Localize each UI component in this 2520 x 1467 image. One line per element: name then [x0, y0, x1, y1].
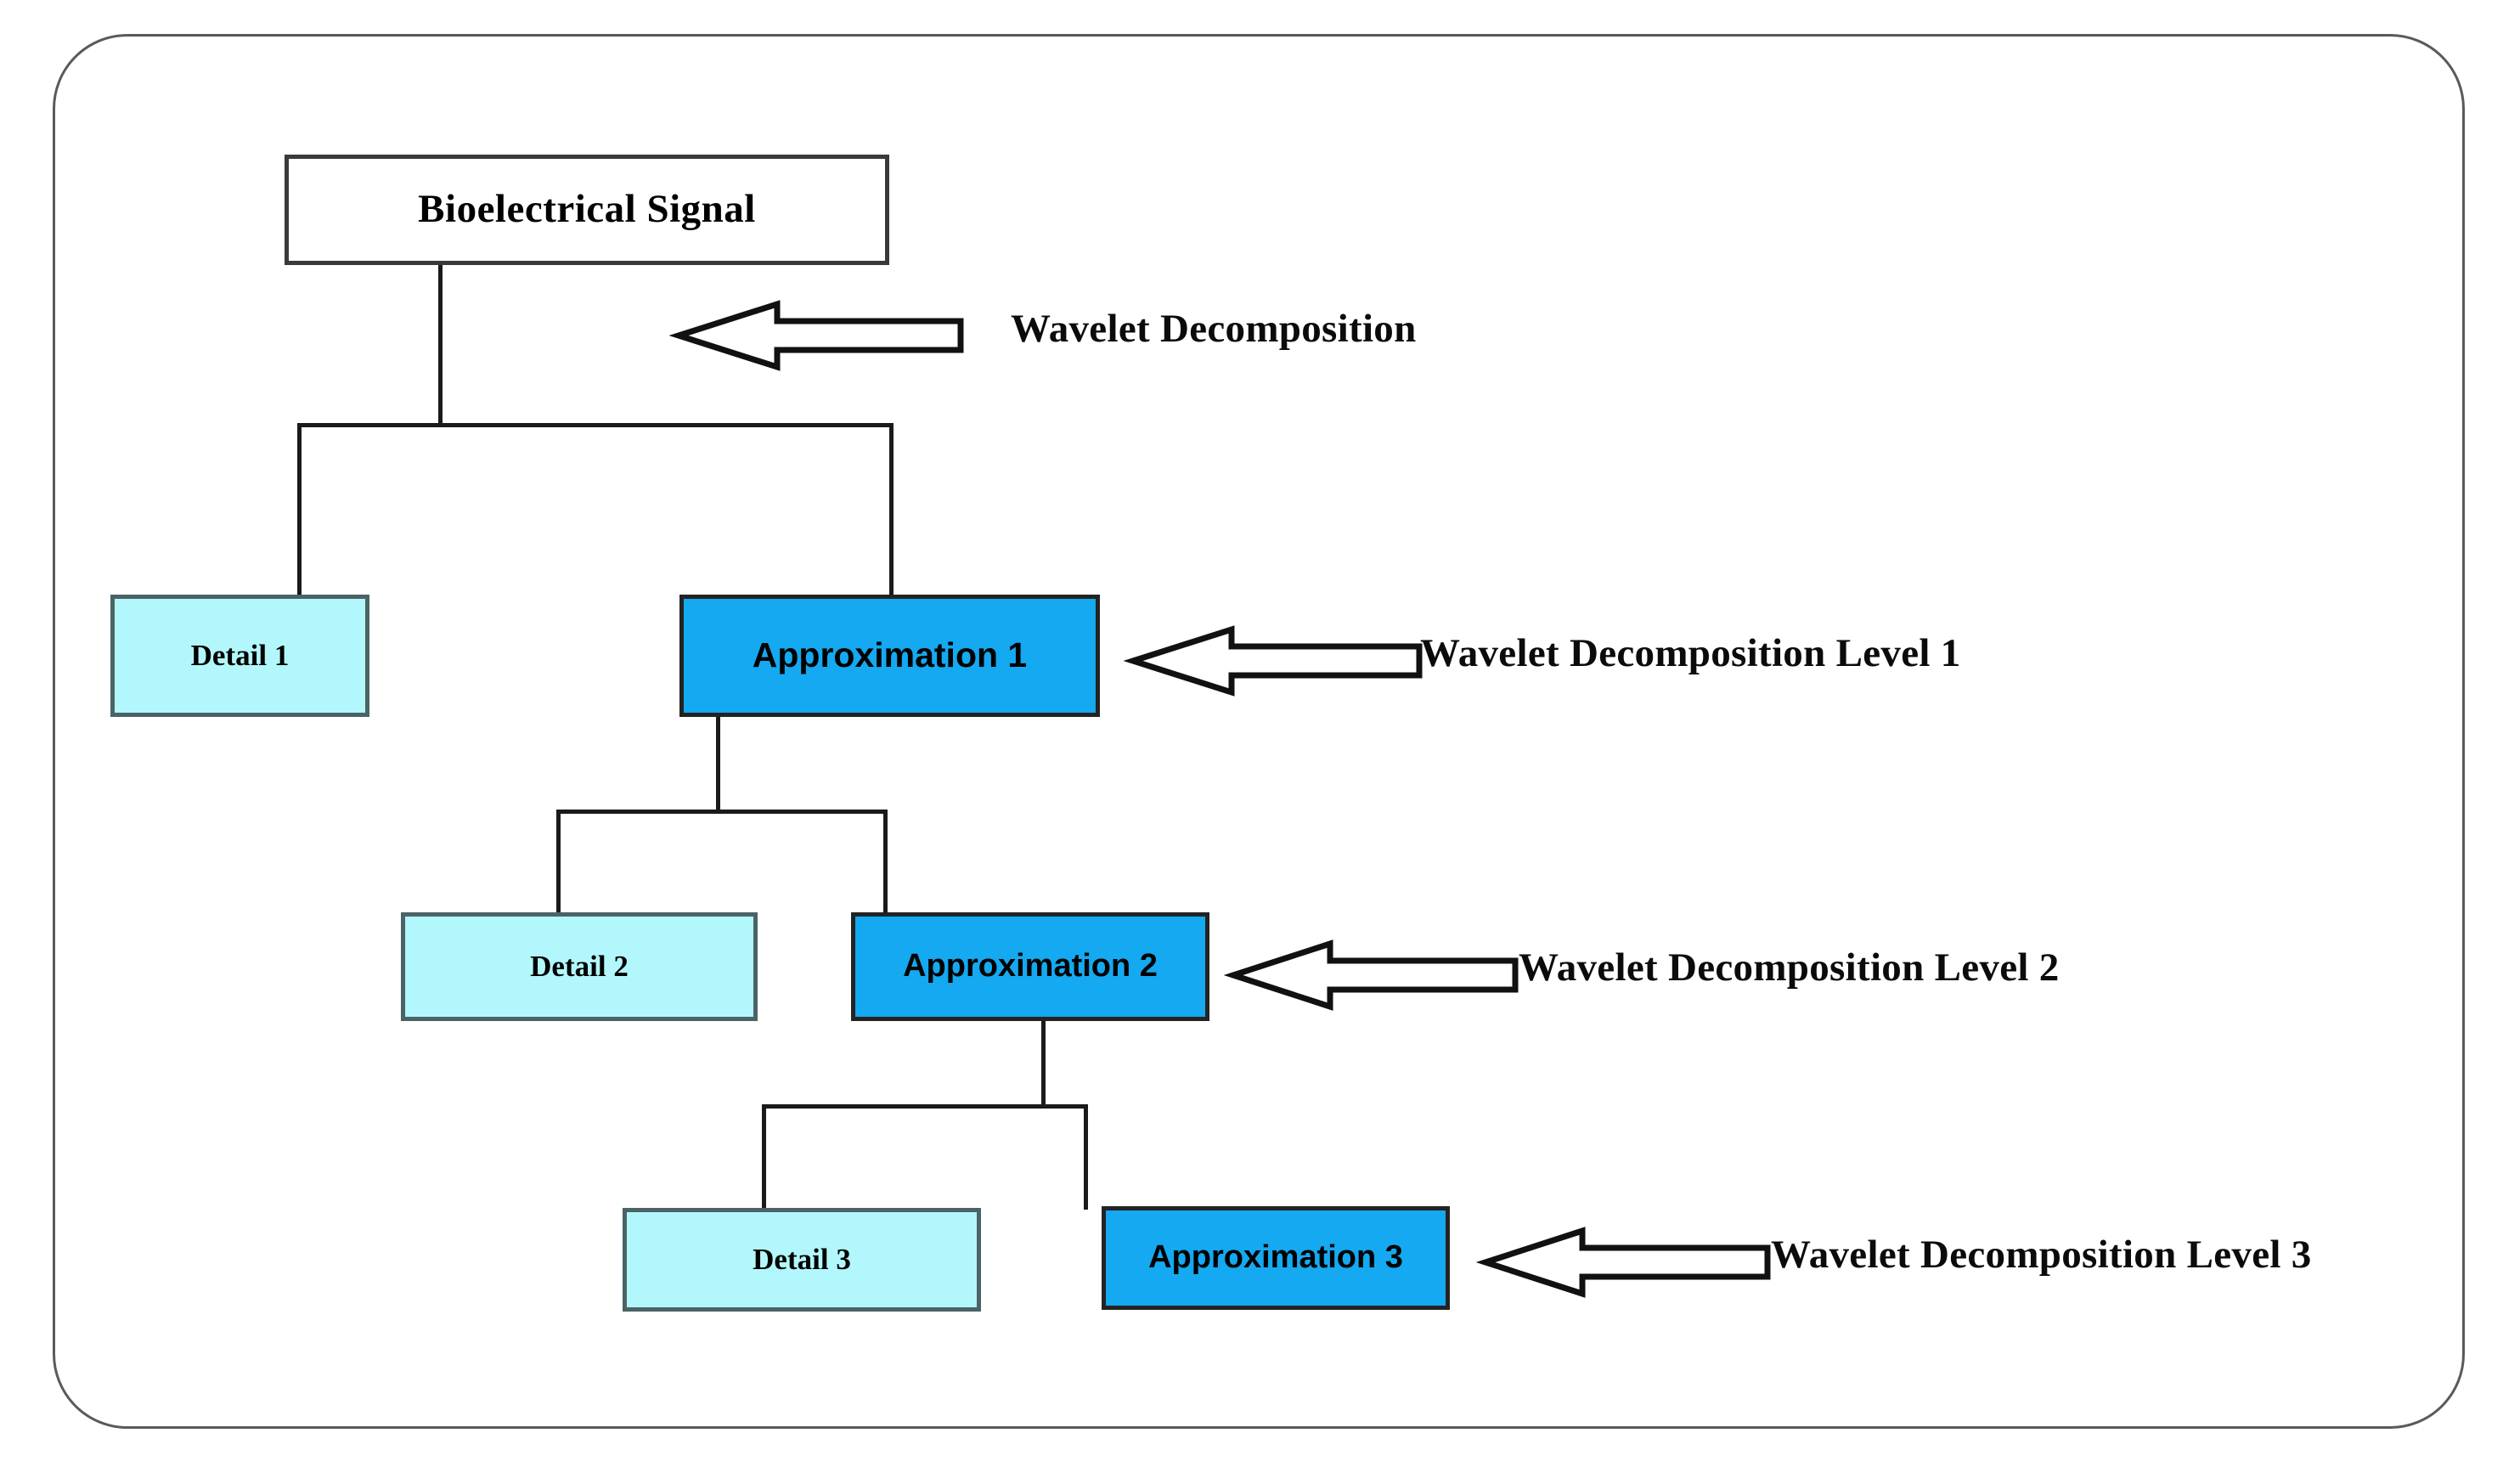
connector-to-approximation-2	[883, 810, 888, 916]
arrow-left-icon-decomposition	[668, 299, 964, 372]
node-approximation-3[interactable]: Approximation 3	[1102, 1206, 1450, 1310]
arrow-left-icon-level-2	[1223, 939, 1519, 1012]
connector-approximation2-stem	[1041, 1019, 1046, 1109]
node-label: Approximation 1	[752, 635, 1028, 675]
node-bioelectrical-signal[interactable]: Bioelectrical Signal	[285, 155, 889, 265]
node-approximation-1[interactable]: Approximation 1	[679, 595, 1100, 717]
node-detail-3[interactable]: Detail 3	[623, 1208, 981, 1312]
connector-to-approximation-1	[889, 423, 894, 596]
connector-level3-bus	[762, 1104, 1088, 1109]
connector-to-detail-2	[556, 810, 561, 916]
arrow-left-icon-level-3	[1475, 1226, 1771, 1299]
connector-approximation1-stem	[716, 716, 720, 814]
annotation-label: Wavelet Decomposition Level 1	[1420, 631, 1961, 675]
node-label: Detail 2	[530, 949, 629, 983]
annotation-label: Wavelet Decomposition	[1011, 307, 1417, 351]
connector-to-approximation-3	[1084, 1104, 1088, 1210]
node-label: Detail 1	[190, 638, 290, 672]
connector-root-stem	[438, 263, 443, 426]
node-approximation-2[interactable]: Approximation 2	[851, 912, 1209, 1021]
connector-level2-bus	[556, 810, 888, 814]
annotation-label: Wavelet Decomposition Level 2	[1519, 945, 2060, 990]
annotation-level-2: Wavelet Decomposition Level 2	[1519, 945, 2060, 990]
diagram-frame	[53, 34, 2465, 1429]
node-label: Detail 3	[753, 1242, 851, 1276]
annotation-level-1: Wavelet Decomposition Level 1	[1420, 630, 1961, 676]
node-detail-2[interactable]: Detail 2	[401, 912, 758, 1021]
connector-to-detail-1	[297, 423, 302, 596]
node-label: Approximation 3	[1148, 1239, 1403, 1276]
arrow-left-icon-level-1	[1123, 624, 1423, 697]
connector-level1-bus	[297, 423, 894, 427]
node-label: Bioelectrical Signal	[418, 187, 756, 232]
node-detail-1[interactable]: Detail 1	[110, 595, 369, 717]
annotation-level-3: Wavelet Decomposition Level 3	[1771, 1232, 2312, 1278]
annotation-label: Wavelet Decomposition Level 3	[1771, 1233, 2312, 1277]
connector-to-detail-3	[762, 1104, 766, 1210]
annotation-decomposition: Wavelet Decomposition	[1011, 306, 1417, 352]
node-label: Approximation 2	[903, 948, 1158, 985]
